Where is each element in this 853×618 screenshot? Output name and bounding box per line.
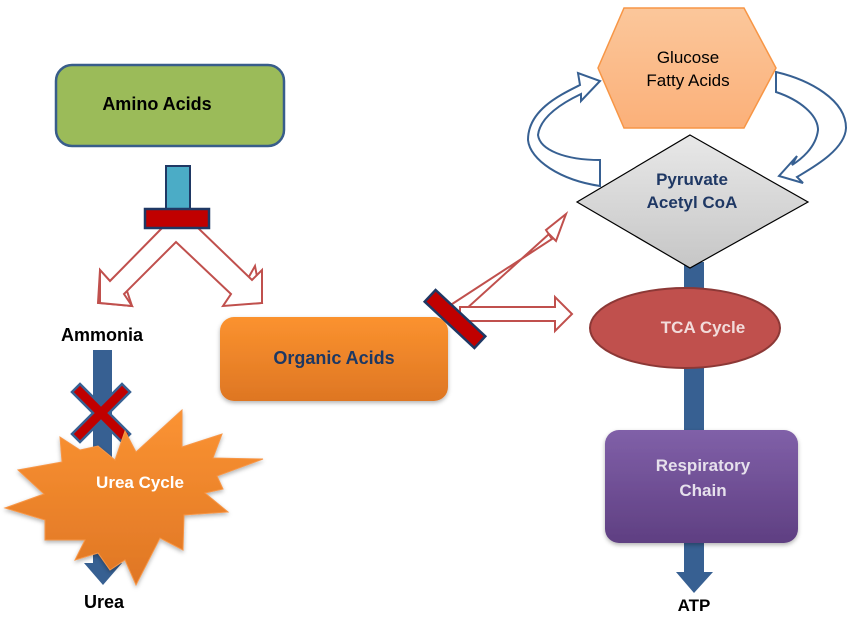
curved-arrow-right: [775, 70, 848, 184]
urea-cycle-starburst: [3, 408, 264, 587]
glucose-label: Glucose: [657, 48, 719, 67]
organic-acids-box: [220, 317, 448, 401]
amino-acids-label: Amino Acids: [102, 94, 211, 114]
respiratory-label: Respiratory: [656, 456, 751, 475]
amino-acids-box: [54, 63, 286, 148]
hollow-arrow-to-tca: [459, 294, 574, 334]
tca-cycle-node: TCA Cycle: [589, 287, 781, 369]
acetyl-coa-label: Acetyl CoA: [647, 193, 738, 212]
hollow-arrow-to-pyruvate: [444, 210, 569, 322]
pyruvate-label: Pyruvate: [656, 170, 728, 189]
organic-acids-node: Organic Acids: [220, 317, 448, 401]
glucose-fatty-acids-node: Glucose Fatty Acids: [597, 7, 777, 129]
urea-label: Urea: [84, 592, 125, 612]
atp-label: ATP: [678, 596, 711, 615]
glucose-hexagon: [597, 7, 777, 129]
ammonia-label: Ammonia: [61, 325, 144, 345]
respiratory-chain-box: [605, 430, 798, 543]
respiratory-chain-node: Respiratory Chain: [605, 430, 798, 543]
inhibition-bar-diagonal: [422, 288, 488, 350]
amino-acids-stem: [165, 165, 191, 211]
atp-arrowhead: [676, 572, 713, 593]
split-arrow: [99, 225, 263, 308]
organic-acids-label: Organic Acids: [273, 348, 394, 368]
pyruvate-acetyl-coa-node: Pyruvate Acetyl CoA: [575, 134, 810, 269]
pyruvate-diamond: [575, 134, 810, 269]
chain-label: Chain: [679, 481, 726, 500]
urea-cycle-label: Urea Cycle: [96, 473, 184, 492]
inhibition-bar-top: [143, 207, 211, 230]
fatty-acids-label: Fatty Acids: [646, 71, 729, 90]
urea-cycle-node: Urea Cycle: [3, 408, 264, 587]
amino-acids-node: Amino Acids: [54, 63, 286, 148]
tca-ellipse: [589, 287, 781, 369]
tca-cycle-label: TCA Cycle: [661, 318, 745, 337]
curved-arrow-left: [526, 71, 602, 188]
